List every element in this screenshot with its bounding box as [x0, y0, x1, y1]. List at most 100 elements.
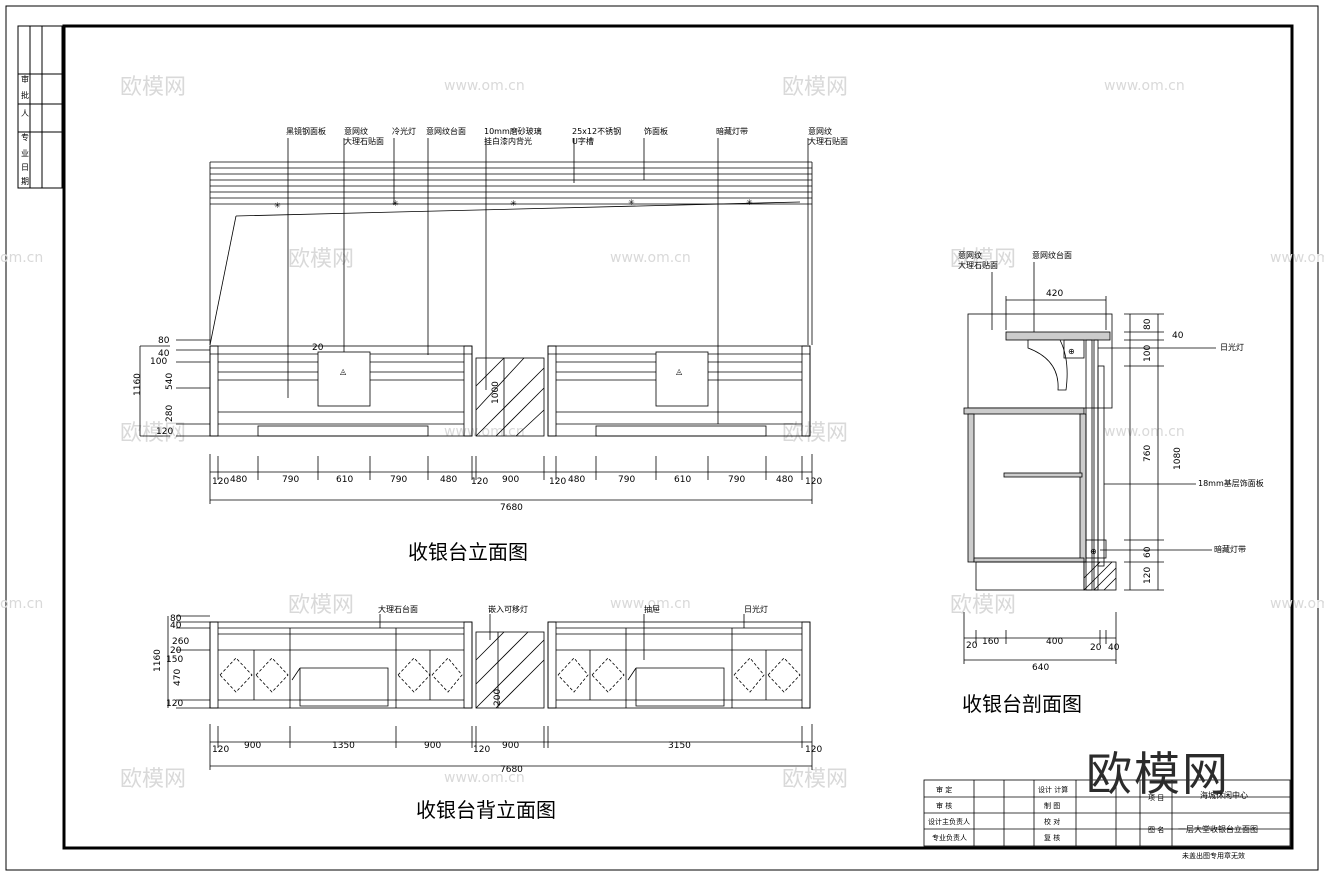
watermark-brand: 欧模网 [950, 247, 1016, 272]
svg-text:审 定: 审 定 [936, 785, 952, 794]
svg-text:60: 60 [1143, 546, 1153, 558]
svg-text:1350: 1350 [332, 741, 355, 751]
front-callout: 意网纹 [808, 126, 832, 136]
logo-watermark: 欧模网 [1086, 747, 1230, 801]
front-callout: 暗藏灯带 [716, 126, 748, 136]
back-elevation [167, 614, 813, 770]
svg-text:✳: ✳ [510, 199, 517, 208]
svg-text:470: 470 [173, 669, 183, 686]
watermark-url: www.om.cn [610, 250, 691, 266]
drawing-name: 一层大堂收银台立面图 [1178, 824, 1258, 834]
watermark-url: www.om.cn [1104, 78, 1185, 94]
section-callout: 意网纹台面 [1032, 250, 1072, 260]
svg-text:✳: ✳ [392, 199, 399, 208]
svg-text:120: 120 [805, 477, 822, 487]
svg-text:610: 610 [336, 475, 353, 485]
watermark-brand: 欧模网 [288, 247, 354, 272]
svg-text:◬: ◬ [676, 367, 683, 376]
watermark-url: www.om.cn [1270, 596, 1324, 612]
watermark-url: www.om.cn [610, 596, 691, 612]
front-callout: 大理石贴面 [808, 136, 848, 146]
watermark-brand: 欧模网 [288, 593, 354, 618]
front-callout: 25x12不锈钢 [572, 126, 621, 136]
svg-text:1160: 1160 [153, 649, 163, 672]
svg-text:20: 20 [170, 646, 182, 656]
svg-text:✳: ✳ [274, 201, 281, 210]
side-strip-char: 人 [21, 109, 29, 118]
svg-text:20: 20 [312, 343, 324, 353]
front-callout: 大理石贴面 [344, 136, 384, 146]
project-name: 海城休闲中心 [1200, 790, 1248, 800]
front-callout: U字槽 [572, 136, 594, 146]
svg-text:900: 900 [244, 741, 261, 751]
side-strip-char: 专 [21, 132, 29, 142]
svg-text:480: 480 [568, 475, 585, 485]
svg-text:40: 40 [1172, 331, 1184, 341]
watermark-url: www.om.cn [444, 770, 525, 786]
svg-text:540: 540 [165, 373, 175, 390]
sheet-inner-border [62, 24, 1294, 850]
svg-text:100: 100 [1143, 345, 1153, 362]
svg-text:◬: ◬ [340, 367, 347, 376]
front-callout: 意网纹 [344, 126, 368, 136]
front-callout: 冷光灯 [392, 126, 416, 136]
side-strip-char: 期 [21, 177, 29, 186]
front-callout: 意网纹台面 [426, 126, 466, 136]
section-view: ⊕ ⊕ [963, 262, 1216, 664]
svg-text:⊕: ⊕ [1090, 547, 1097, 556]
back-callout: 日光灯 [744, 604, 768, 614]
svg-text:设计主负责人: 设计主负责人 [928, 817, 970, 826]
watermark-brand: 欧模网 [120, 421, 186, 446]
section-callout: 意网纹 [958, 250, 982, 260]
svg-text:20: 20 [966, 641, 978, 651]
svg-text:项 目: 项 目 [1148, 794, 1164, 802]
svg-text:640: 640 [1032, 663, 1049, 673]
front-callout: 黑镜钢面板 [286, 126, 326, 136]
svg-text:专业负责人: 专业负责人 [932, 833, 967, 842]
svg-text:7680: 7680 [500, 765, 523, 775]
svg-text:校 对: 校 对 [1044, 817, 1060, 826]
section-dims: 420 80 40 100 760 1080 60 120 20 160 400… [966, 289, 1184, 673]
section-callout: 暗藏灯带 [1214, 544, 1246, 554]
front-callouts: 黑镜钢面板 意网纹 大理石贴面 冷光灯 意网纹台面 10mm磨砂玻璃 挂白漆内背… [286, 126, 848, 146]
back-callout: 嵌入可移灯 [488, 604, 528, 614]
back-callout: 大理石台面 [378, 604, 418, 614]
watermark-url: om.cn [0, 596, 43, 612]
watermark-url: www.om.cn [444, 78, 525, 94]
svg-text:20: 20 [1090, 643, 1102, 653]
back-view-title: 收银台背立面图 [416, 798, 556, 822]
svg-text:160: 160 [982, 637, 999, 647]
svg-text:100: 100 [150, 357, 167, 367]
svg-text:复 核: 复 核 [1044, 833, 1060, 842]
svg-text:790: 790 [728, 475, 745, 485]
svg-text:120: 120 [805, 745, 822, 755]
svg-text:40: 40 [158, 349, 170, 359]
svg-text:1080: 1080 [1173, 447, 1183, 470]
svg-text:200: 200 [493, 689, 503, 706]
back-callout: 抽屉 [644, 604, 660, 614]
sheet-outer-border [5, 5, 1319, 871]
svg-text:120: 120 [1143, 567, 1153, 584]
watermark-url: om.cn [0, 250, 43, 266]
side-strip-char: 业 [21, 148, 29, 158]
svg-text:420: 420 [1046, 289, 1063, 299]
svg-text:900: 900 [424, 741, 441, 751]
svg-text:✳: ✳ [746, 198, 753, 207]
front-callout: 10mm磨砂玻璃 [484, 126, 542, 136]
svg-text:120: 120 [212, 745, 229, 755]
svg-text:1000: 1000 [491, 381, 501, 404]
svg-text:120: 120 [212, 477, 229, 487]
front-dims: 80 40 100 1160 540 280 120 20 1000 120 4… [133, 336, 822, 513]
svg-text:120: 120 [473, 745, 490, 755]
svg-text:260: 260 [172, 637, 189, 647]
svg-text:✳: ✳ [628, 198, 635, 207]
svg-text:280: 280 [165, 405, 175, 422]
svg-text:900: 900 [502, 475, 519, 485]
svg-text:⊕: ⊕ [1068, 347, 1075, 356]
section-view-title: 收银台剖面图 [962, 692, 1082, 716]
svg-text:480: 480 [230, 475, 247, 485]
svg-text:480: 480 [440, 475, 457, 485]
watermark-url: www.om.cn [444, 424, 525, 440]
svg-text:80: 80 [158, 336, 170, 346]
